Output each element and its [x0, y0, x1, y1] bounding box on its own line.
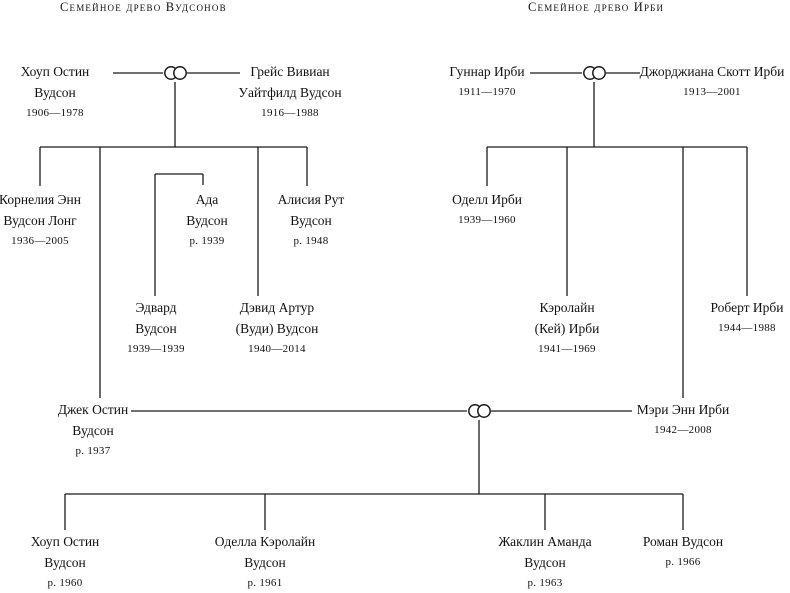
person-dates: 1939—1960 — [458, 214, 516, 226]
person-name: Вудсон — [524, 555, 566, 570]
wedding-rings-icon — [583, 66, 606, 80]
person-dates: 1942—2008 — [654, 424, 712, 436]
person-name: Эдвард — [135, 300, 177, 315]
person-name: Ада — [195, 192, 219, 207]
person-name: Вудсон — [72, 423, 114, 438]
person-dates: р. 1961 — [247, 577, 283, 589]
person-name: Оделл Ирби — [452, 192, 522, 207]
person-hope-austin-woodson-jr: Хоуп Остин Вудсон р. 1960 — [15, 531, 115, 593]
person-name: (Кей) Ирби — [534, 321, 600, 336]
person-dates: 1913—2001 — [683, 86, 741, 98]
person-name: Джек Остин — [57, 402, 129, 417]
person-name: Мэри Энн Ирби — [636, 402, 730, 417]
person-grace-vivian-whitfield-woodson: Грейс Вивиан Уайтфилд Вудсон 1916—1988 — [225, 61, 355, 123]
person-dates: р. 1937 — [75, 445, 111, 457]
person-dates: 1941—1969 — [538, 343, 596, 355]
person-name: Вудсон — [290, 213, 332, 228]
person-name: Дэвид Артур — [239, 300, 315, 315]
wedding-rings-icon — [468, 404, 491, 418]
person-name: Вудсон — [34, 85, 76, 100]
person-name: Гуннар Ирби — [449, 64, 525, 79]
person-cornelia-ann-woodson-long: Корнелия Энн Вудсон Лонг 1936—2005 — [0, 189, 86, 251]
person-dates: р. 1948 — [293, 235, 329, 247]
person-dates: 1906—1978 — [26, 107, 84, 119]
person-name: Вудсон — [135, 321, 177, 336]
person-jack-austin-woodson: Джек Остин Вудсон р. 1937 — [51, 399, 135, 461]
person-caroline-kay-irby: Кэролайн (Кей) Ирби 1941—1969 — [527, 297, 607, 359]
person-dates: 1916—1988 — [261, 107, 319, 119]
person-name: Вудсон — [44, 555, 86, 570]
person-name: Вудсон — [186, 213, 228, 228]
person-dates: 1939—1939 — [127, 343, 185, 355]
person-name: Алисия Рут — [277, 192, 345, 207]
person-name: Грейс Вивиан — [250, 64, 330, 79]
person-odella-caroline-woodson: Оделла Кэролайн Вудсон р. 1961 — [205, 531, 325, 593]
person-name: Корнелия Энн — [0, 192, 81, 207]
person-mary-ann-irby: Мэри Энн Ирби 1942—2008 — [630, 399, 736, 440]
person-hope-austin-woodson-sr: Хоуп Остин Вудсон 1906—1978 — [0, 61, 110, 123]
person-edward-woodson: Эдвард Вудсон 1939—1939 — [118, 297, 194, 359]
family-tree-connectors — [39, 66, 748, 530]
person-robert-irby: Роберт Ирби 1944—1988 — [700, 297, 790, 338]
woodson-tree-title: Семейное древо Вудсонов — [60, 0, 227, 14]
person-georgiana-scott-irby: Джорджиана Скотт Ирби 1913—2001 — [638, 61, 786, 102]
person-name: Хоуп Остин — [30, 534, 100, 549]
person-dates: 1944—1988 — [718, 322, 776, 334]
person-dates: р. 1966 — [665, 556, 701, 568]
person-dates: р. 1939 — [189, 235, 225, 247]
person-name: Роман Вудсон — [642, 534, 724, 549]
person-ada-woodson: Ада Вудсон р. 1939 — [172, 189, 242, 251]
person-dates: 1936—2005 — [11, 235, 69, 247]
person-name: (Вуди) Вудсон — [235, 321, 319, 336]
person-name: Вудсон Лонг — [3, 213, 77, 228]
person-dates: 1911—1970 — [458, 86, 516, 98]
person-gunnar-irby: Гуннар Ирби 1911—1970 — [444, 61, 530, 102]
person-name: Оделла Кэролайн — [214, 534, 316, 549]
person-dates: 1940—2014 — [248, 343, 306, 355]
person-dates: р. 1960 — [47, 577, 83, 589]
person-name: Кэролайн — [539, 300, 595, 315]
person-jacqueline-amanda-woodson: Жаклин Аманда Вудсон р. 1963 — [480, 531, 610, 593]
person-david-arthur-woody-woodson: Дэвид Артур (Вуди) Вудсон 1940—2014 — [222, 297, 332, 359]
person-dates: р. 1963 — [527, 577, 563, 589]
person-alicia-ruth-woodson: Алисия Рут Вудсон р. 1948 — [266, 189, 356, 251]
person-name: Роберт Ирби — [710, 300, 784, 315]
person-roman-woodson: Роман Вудсон р. 1966 — [630, 531, 736, 572]
person-name: Вудсон — [244, 555, 286, 570]
person-name: Хоуп Остин — [20, 64, 90, 79]
person-name: Жаклин Аманда — [498, 534, 592, 549]
irby-tree-title: Семейное древо Ирби — [528, 0, 665, 14]
person-odell-irby: Оделл Ирби 1939—1960 — [440, 189, 534, 230]
wedding-rings-icon — [164, 66, 187, 80]
person-name: Уайтфилд Вудсон — [238, 85, 342, 100]
person-name: Джорджиана Скотт Ирби — [639, 64, 785, 79]
